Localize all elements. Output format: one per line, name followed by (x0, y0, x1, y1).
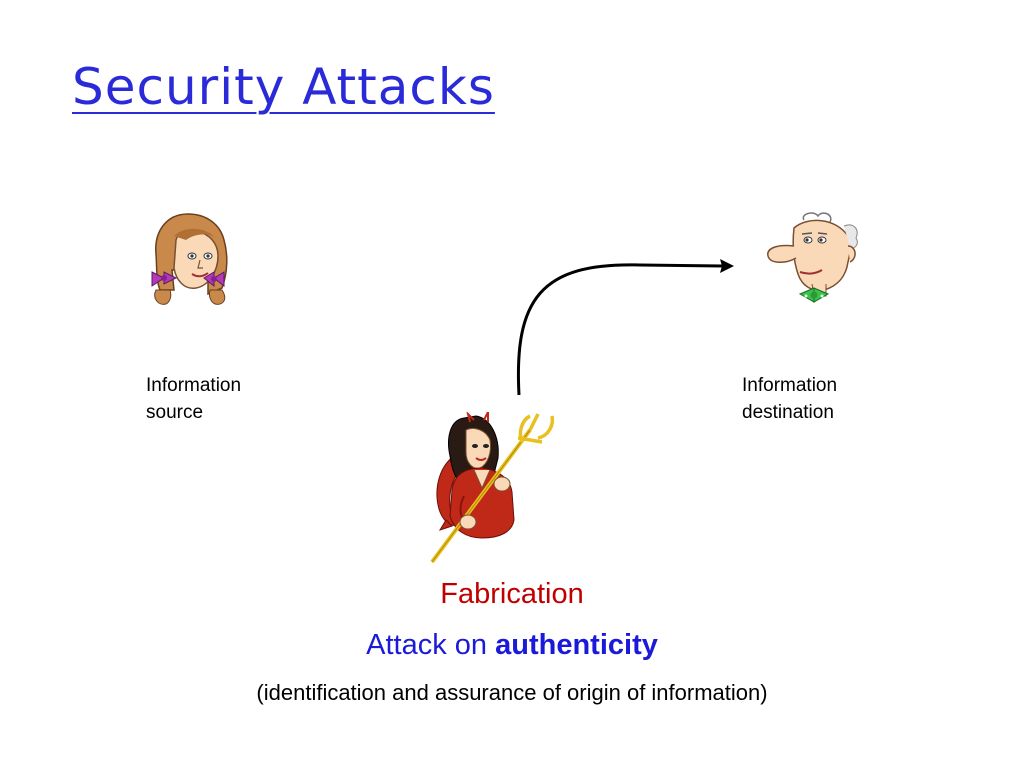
destination-label-line2: destination (742, 402, 834, 423)
source-label-line2: source (146, 402, 204, 423)
arrow-head (720, 259, 734, 273)
page-title: Security Attacks (72, 58, 495, 116)
attack-target-line: Attack on authenticity (0, 629, 1024, 662)
source-label-line1: Information (146, 375, 242, 396)
arrow-path (516, 263, 723, 396)
devil-with-trident-icon (430, 412, 555, 564)
destination-label: Information destination (742, 372, 837, 426)
attack-description: (identification and assurance of origin … (256, 680, 768, 705)
source-label: Information source (146, 372, 241, 426)
attack-name: Fabrication (440, 578, 584, 610)
attack-prefix: Attack on (366, 629, 496, 661)
man-head-icon (767, 212, 858, 303)
woman-head-icon (151, 213, 228, 305)
attack-target: authenticity (495, 629, 658, 661)
destination-label-line1: Information (742, 375, 838, 396)
